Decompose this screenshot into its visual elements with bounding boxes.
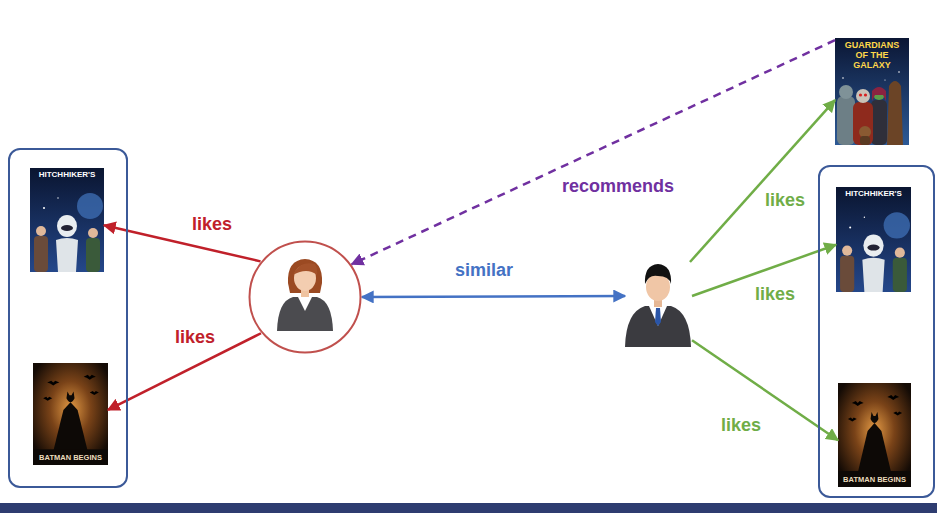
movie-poster-art: [33, 363, 108, 465]
poster-title: BATMAN BEGINS: [39, 454, 102, 462]
edge-label: likes: [189, 214, 235, 235]
circle-outline: [250, 242, 361, 353]
movie-poster: HITCHHIKER'S: [836, 187, 911, 292]
movie-poster: HITCHHIKER'S: [30, 168, 104, 272]
poster-title: HITCHHIKER'S: [39, 171, 96, 180]
edge-label: likes: [718, 415, 764, 436]
user-icon: [625, 262, 692, 347]
movie-poster: BATMAN BEGINS: [33, 363, 108, 465]
poster-title: HITCHHIKER'S: [845, 190, 902, 199]
edge-label: likes: [752, 284, 798, 305]
movie-poster-art: [836, 187, 911, 292]
user-circle: [248, 240, 362, 354]
connector-arrow: [362, 296, 625, 297]
edge-label: similar: [452, 260, 516, 281]
movie-poster-art: [30, 168, 104, 272]
connector-arrow: [692, 340, 838, 440]
connector-arrow: [690, 100, 835, 262]
edge-label: likes: [762, 190, 808, 211]
circle-outline: [248, 240, 362, 354]
movie-poster: BATMAN BEGINS: [838, 383, 911, 487]
footer-bar: [0, 503, 937, 513]
poster-title: BATMAN BEGINS: [843, 476, 906, 484]
edge-label: likes: [172, 327, 218, 348]
edge-label: recommends: [559, 176, 677, 197]
woman-icon: [277, 259, 333, 331]
container-box: HITCHHIKER'S BATMAN BEGINS: [818, 165, 935, 498]
poster-title: GUARDIANS OF THE GALAXY: [838, 41, 906, 71]
connector-arrow: [352, 40, 835, 264]
movie-poster-art: [835, 38, 909, 145]
container-box: HITCHHIKER'S BATMAN BEGINS: [8, 148, 128, 488]
movie-poster: GUARDIANS OF THE GALAXY: [835, 38, 909, 145]
man-icon: [625, 264, 691, 347]
movie-poster-art: [838, 383, 911, 487]
